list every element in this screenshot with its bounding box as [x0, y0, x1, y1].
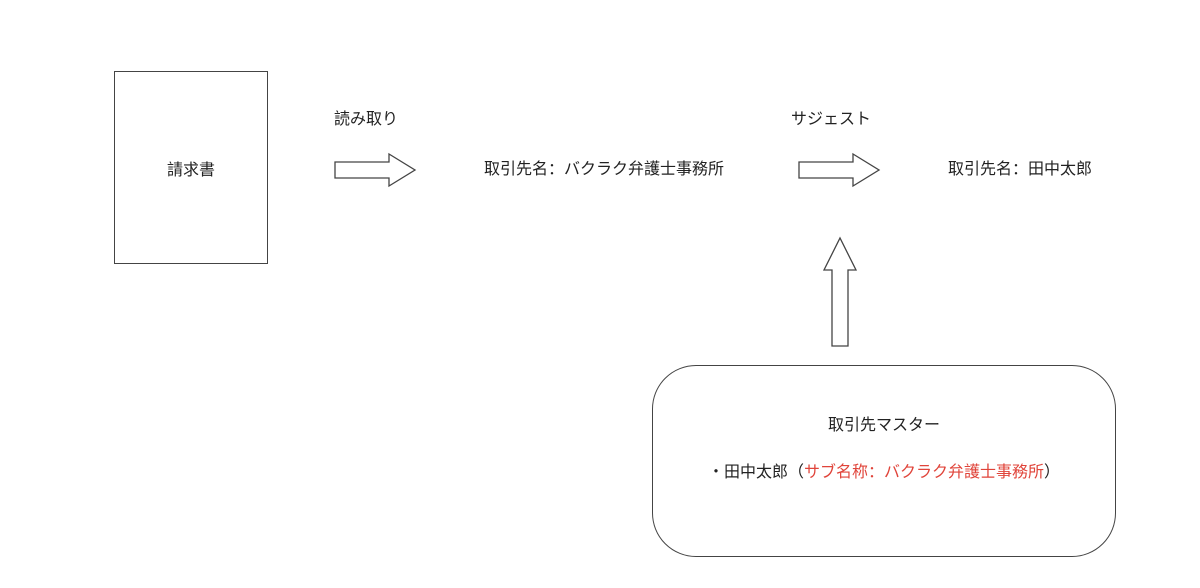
- read-arrow: [334, 152, 417, 188]
- suggested-client-name: 取引先名：田中太郎: [948, 159, 1093, 178]
- entry-sub-name: サブ名称：バクラク弁護士事務所: [803, 462, 1044, 481]
- client-master-title: 取引先マスター: [827, 415, 940, 434]
- read-step-label: 読み取り: [334, 109, 399, 128]
- invoice-label: 請求書: [166, 159, 215, 179]
- extracted-client-name: 取引先名：バクラク弁護士事務所: [484, 159, 725, 178]
- client-master-entry: ・田中太郎（サブ名称：バクラク弁護士事務所）: [653, 462, 1115, 482]
- suggest-arrow: [798, 152, 881, 188]
- invoice-box: 請求書: [114, 71, 268, 264]
- master-up-arrow: [822, 236, 858, 347]
- entry-close-paren: ）: [1044, 462, 1061, 481]
- client-master-box: 取引先マスター ・田中太郎（サブ名称：バクラク弁護士事務所）: [652, 365, 1116, 557]
- suggest-step-label: サジェスト: [791, 109, 872, 128]
- entry-name: ・田中太郎（: [707, 462, 804, 481]
